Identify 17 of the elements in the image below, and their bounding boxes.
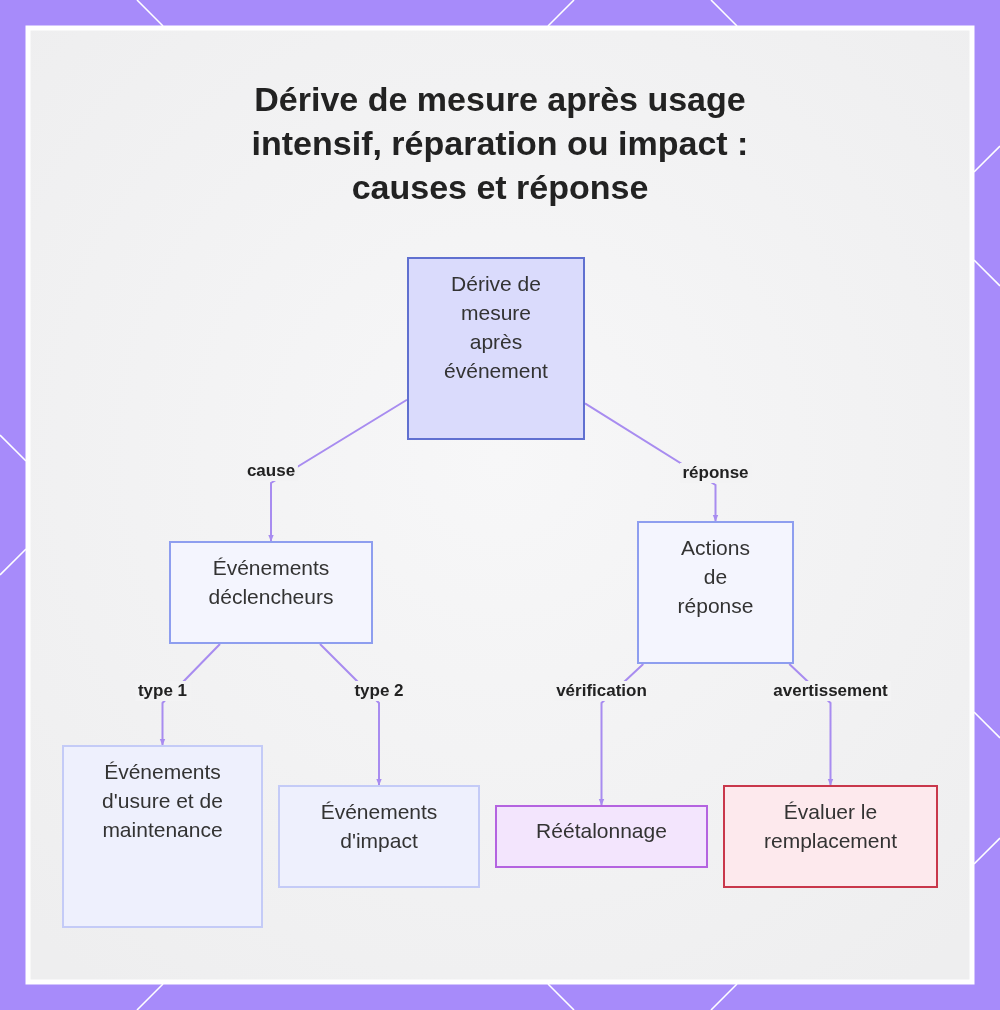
- process-box: [723, 785, 938, 888]
- process-box: [637, 521, 794, 664]
- process-box: [278, 785, 480, 888]
- process-box: [495, 805, 708, 868]
- arrow: [268, 398, 408, 542]
- node-text: Événements déclencheurs: [207, 555, 335, 610]
- process-box: [169, 541, 373, 644]
- edge-label: avertissement: [770, 681, 891, 701]
- node-text: Évaluer le remplacement: [762, 799, 899, 854]
- node-text: Actions de réponse: [676, 535, 755, 619]
- node-text: Événements d'usure et de maintenance: [101, 759, 224, 843]
- node-text: Événements d'impact: [319, 799, 439, 854]
- node-text: Réétalonnage: [536, 818, 667, 844]
- diagram-title: Dérive de mesure après usage intensif, réparation ou impact : causes et réponse: [250, 79, 750, 208]
- node-text: Dérive de mesure après événement: [443, 271, 549, 384]
- process-box: [62, 745, 263, 928]
- process-box: [407, 257, 585, 440]
